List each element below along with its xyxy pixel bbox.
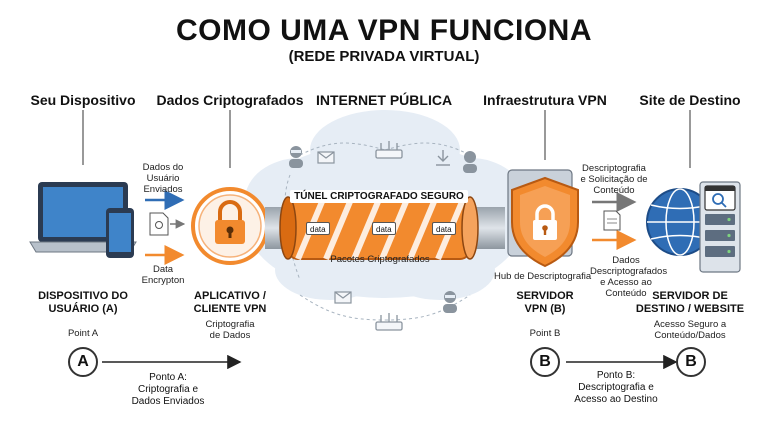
point-a-description: Ponto A: Criptografia e Dados Enviados (98, 372, 238, 408)
destination-label-line1: SERVIDOR DE (652, 290, 728, 302)
decryption-hub-label: Hub de Descriptografia (494, 271, 592, 282)
document-icon-right (603, 210, 621, 231)
stage-heading-destination: Site de Destino (639, 92, 741, 108)
point-a-desc-line2: Criptografia e (137, 384, 199, 395)
page-subtitle: (REDE PRIVADA VIRTUAL) (288, 48, 480, 65)
heading-leader-lines (82, 110, 691, 168)
point-a-desc-line1: Ponto A: (149, 372, 187, 383)
device-point-label: Point A (67, 328, 99, 339)
network-lines (284, 142, 471, 321)
data-packet: data (372, 222, 396, 235)
browser-search-icon (704, 185, 736, 211)
point-b-badge-destination: B (676, 347, 706, 377)
server-label-line1: SERVIDOR (516, 290, 574, 302)
data-decrypted-label: Dados Descriptografados e Acesso ao Cont… (590, 255, 668, 299)
vpn-client-lock-icon (191, 187, 269, 265)
download-icon (436, 150, 450, 166)
client-sub-line1: Criptografia (205, 319, 255, 330)
client-label-line2: CLIENTE VPN (193, 303, 267, 315)
destination-sub-line2: Conteúdo/Dados (654, 330, 726, 341)
client-sub-line2: de Dados (209, 330, 251, 341)
server-label-line2: VPN (B) (524, 303, 566, 315)
destination-label-line2: DESTINO / WEBSITE (635, 303, 745, 315)
stage-heading-vpn-infra: Infraestrutura VPN (483, 92, 607, 108)
stage-heading-device: Seu Dispositivo (30, 92, 136, 108)
vpn-server-shield-icon (507, 169, 579, 268)
point-b-desc-line2: Descriptografia e (578, 382, 654, 393)
email-icon-bottom (334, 291, 352, 304)
decrypt-request-label: Descriptografia e Solicitação de Conteúd… (580, 163, 648, 196)
point-b-badge: B (530, 347, 560, 377)
data-packet: data (306, 222, 330, 235)
data-encryption-label: Data Encrypton (141, 264, 185, 286)
envelope-icon (317, 151, 335, 164)
device-label-line1: DISPOSITIVO DO (38, 290, 128, 302)
tunnel-title: TÚNEL CRIPTOGRAFADO SEGURO (290, 190, 468, 203)
stage-heading-encrypted: Dados Criptografados (156, 92, 304, 108)
phone-icon (106, 208, 134, 258)
point-b-description: Ponto B: Descriptografia e Acesso ao Des… (556, 370, 676, 406)
data-packet: data (432, 222, 456, 235)
page-title: COMO UMA VPN FUNCIONA (175, 14, 593, 47)
document-icon (149, 212, 169, 236)
point-a-badge: A (68, 347, 98, 377)
hacker-icon (289, 146, 303, 168)
router-icon-bottom (375, 313, 403, 331)
client-label-line1: APLICATIVO / (194, 290, 266, 302)
server-point-label: Point B (529, 328, 561, 339)
hacker-icon-bottom (443, 291, 457, 313)
point-b-desc-line1: Ponto B: (596, 370, 636, 381)
user-data-sent-label: Dados do Usuário Enviados (142, 162, 184, 195)
hacker-icon-right (463, 151, 477, 173)
tunnel-packets-label: Pacotes Criptografados (330, 254, 430, 265)
device-label-line2: USUÁRIO (A) (48, 303, 118, 315)
stage-heading-internet: INTERNET PÚBLICA (315, 92, 453, 108)
router-icon (375, 141, 403, 159)
laptop-icon (29, 182, 137, 253)
point-b-desc-line3: Acesso ao Destino (574, 394, 658, 405)
point-a-desc-line3: Dados Enviados (131, 396, 205, 407)
destination-sub-line1: Acesso Seguro a (653, 319, 727, 330)
